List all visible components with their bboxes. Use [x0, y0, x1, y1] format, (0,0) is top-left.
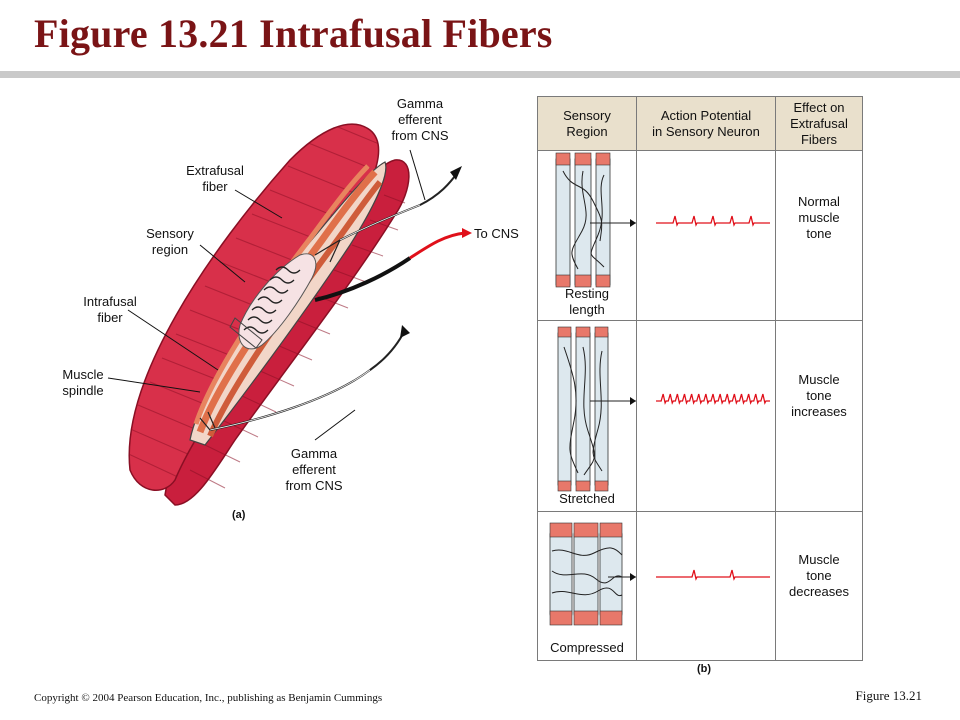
label-line: Muscle	[798, 552, 840, 567]
muscle-spindle	[189, 161, 387, 446]
action-potential-trace-2	[656, 393, 770, 405]
header-line: Extrafusal	[790, 115, 848, 131]
title-divider	[0, 71, 960, 78]
muscle-spindle-label: Muscle spindle	[48, 367, 118, 399]
label-line: Gamma	[396, 96, 444, 111]
header-line: Fibers	[800, 131, 838, 147]
label-line: Gamma	[290, 446, 338, 461]
leader-lines	[107, 149, 426, 441]
label-line: fiber	[97, 310, 123, 325]
label-line: decreases	[789, 584, 849, 599]
label-line: from CNS	[391, 128, 449, 143]
sensory-region	[229, 253, 317, 350]
label-line: fiber	[202, 179, 228, 194]
label-line: tone	[806, 226, 832, 241]
label-line: efferent	[398, 112, 442, 127]
fiber-drawings	[549, 152, 770, 626]
panel-a-label: (a)	[232, 509, 246, 521]
effect-tone-decreases: Muscle tone decreases	[776, 552, 862, 600]
muscle-spindle-illustration	[107, 123, 472, 506]
gamma-efferent-top-label: Gamma efferent from CNS	[380, 96, 460, 144]
resting-fibers	[555, 152, 636, 288]
header-line: Action Potential	[660, 107, 752, 123]
header-line: Region	[566, 123, 608, 139]
label-line: from CNS	[285, 478, 343, 493]
state-label-compressed: Compressed	[550, 640, 624, 655]
label-line: Intrafusal	[83, 294, 137, 309]
to-cns-label: To CNS	[474, 226, 519, 241]
row-divider	[538, 320, 862, 321]
label-line: region	[151, 242, 189, 257]
label-line: Resting	[564, 286, 610, 301]
sensory-region-label: Sensory region	[130, 226, 210, 258]
nerve-fibers	[199, 171, 466, 431]
label-line: length	[569, 302, 605, 317]
extrafusal-fiber-label: Extrafusal fiber	[172, 163, 258, 195]
copyright-notice: Copyright © 2004 Pearson Education, Inc.…	[34, 692, 383, 704]
state-label-resting: Resting length	[538, 286, 636, 318]
label-line: Extrafusal	[186, 163, 244, 178]
label-line: Muscle	[62, 367, 104, 382]
header-line: Effect on	[793, 99, 845, 115]
column-divider	[775, 151, 776, 660]
direction-arrows	[400, 166, 472, 338]
figure-number: Figure 13.21	[855, 688, 922, 703]
row-divider	[538, 511, 862, 512]
label-line: Muscle	[798, 372, 840, 387]
label-line: Normal	[798, 194, 840, 209]
state-label-stretched: Stretched	[559, 491, 615, 506]
effect-tone-increases: Muscle tone increases	[776, 372, 862, 420]
label-line: spindle	[62, 383, 104, 398]
stretched-fibers	[557, 326, 636, 492]
action-potential-trace-1	[656, 215, 770, 227]
action-potential-traces	[656, 215, 770, 581]
compressed-fibers	[549, 522, 636, 626]
effect-normal-tone: Normal muscle tone	[776, 194, 862, 242]
header-line: Sensory	[563, 107, 611, 123]
label-line: increases	[791, 404, 847, 419]
label-line: Sensory	[146, 226, 194, 241]
intrafusal-fiber-label: Intrafusal fiber	[70, 294, 150, 326]
slide-title: Figure 13.21 Intrafusal Fibers	[34, 11, 553, 56]
label-line: efferent	[292, 462, 336, 477]
label-line: tone	[806, 568, 832, 583]
action-potential-trace-3	[656, 569, 770, 581]
label-line: tone	[806, 388, 832, 403]
column-divider	[636, 151, 637, 660]
header-line: in Sensory Neuron	[652, 123, 760, 139]
panel-b-label: (b)	[697, 663, 712, 675]
gamma-efferent-bottom-label: Gamma efferent from CNS	[274, 446, 354, 494]
label-line: muscle	[798, 210, 840, 225]
